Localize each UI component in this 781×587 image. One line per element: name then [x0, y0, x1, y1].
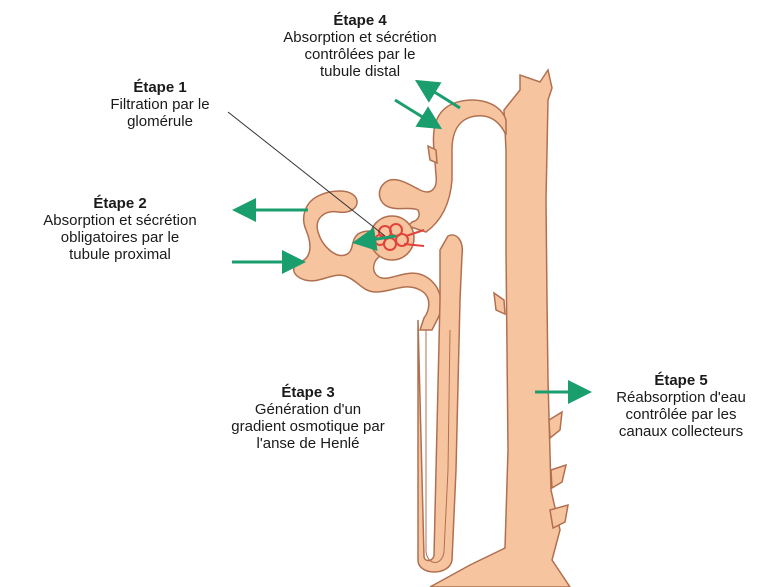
step-3-line-3: l'anse de Henlé	[208, 435, 408, 452]
step-2-title: Étape 2	[0, 195, 240, 212]
step-5-label: Étape 5 Réabsorption d'eau contrôlée par…	[586, 372, 776, 440]
step-3-line-1: Génération d'un	[208, 401, 408, 418]
step-3-label: Étape 3 Génération d'un gradient osmotiq…	[208, 384, 408, 452]
step-5-line-3: canaux collecteurs	[586, 423, 776, 440]
step-4-title: Étape 4	[240, 12, 480, 29]
step-4-line-2: contrôlées par le	[240, 46, 480, 63]
step-4-line-3: tubule distal	[240, 63, 480, 80]
step-4-label: Étape 4 Absorption et sécrétion contrôlé…	[240, 12, 480, 80]
arrow-step-4-in	[395, 100, 437, 126]
step-3-title: Étape 3	[208, 384, 408, 401]
step-5-line-1: Réabsorption d'eau	[586, 389, 776, 406]
step-2-label: Étape 2 Absorption et sécrétion obligato…	[0, 195, 240, 263]
step-2-line-1: Absorption et sécrétion	[0, 212, 240, 229]
step-3-line-2: gradient osmotique par	[208, 418, 408, 435]
step-2-line-3: tubule proximal	[0, 246, 240, 263]
distal-tubule	[379, 100, 506, 232]
duct-branch	[549, 412, 562, 438]
duct-branch	[551, 465, 566, 488]
step-1-label: Étape 1 Filtration par le glomérule	[60, 79, 260, 130]
step-5-line-2: contrôlée par les	[586, 406, 776, 423]
step-1-title: Étape 1	[60, 79, 260, 96]
step-1-line-1: Filtration par le	[60, 96, 260, 113]
step-2-line-2: obligatoires par le	[0, 229, 240, 246]
step-1-line-2: glomérule	[60, 113, 260, 130]
duct-branch	[494, 293, 505, 314]
arrow-step-4-out	[420, 83, 460, 108]
step-5-title: Étape 5	[586, 372, 776, 389]
step-4-line-1: Absorption et sécrétion	[240, 29, 480, 46]
